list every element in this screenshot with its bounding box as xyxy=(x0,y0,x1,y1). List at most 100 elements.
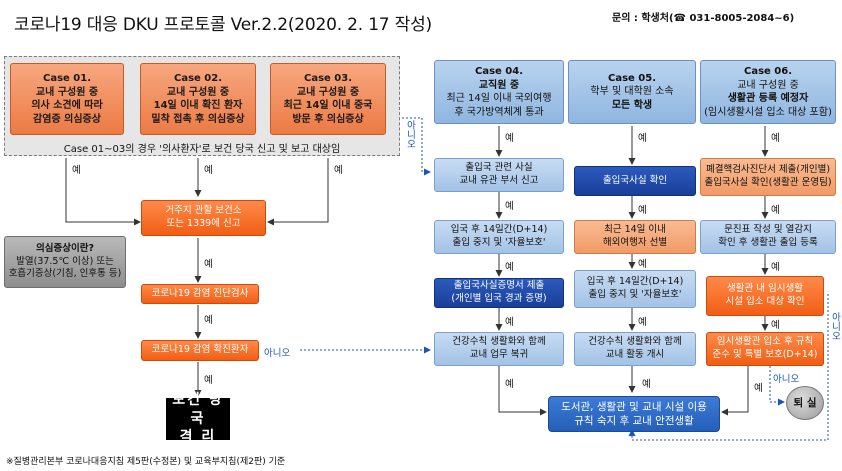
yes-label: 예 xyxy=(754,383,763,394)
case-line: 생활관 등록 예정자 xyxy=(727,93,809,104)
case-line: 14일 이내 확진 환자 xyxy=(153,100,243,111)
yes-label: 예 xyxy=(334,165,343,176)
case-06-box: Case 06. 교내 구성원 중 생활관 등록 예정자 (임시생활시설 입소 … xyxy=(700,60,836,124)
case-line: 학부 및 대학원 소속 xyxy=(590,86,674,98)
yes-label: 예 xyxy=(771,262,780,273)
yes-label: 예 xyxy=(638,259,647,270)
report-line: 또는 1339에 신고 xyxy=(166,218,241,229)
yes-label: 예 xyxy=(72,165,81,176)
step-line: 교내 유관 부서 신고 xyxy=(459,175,539,186)
step-line: 임시생활관 입소 후 규칙 xyxy=(716,336,814,348)
case-line: 교내 구성원 중 xyxy=(296,86,360,98)
case-head: Case 03. xyxy=(303,73,353,84)
isolation-line: 보건 당국 xyxy=(172,391,224,427)
yes-label: 예 xyxy=(638,133,647,144)
final-line: 규칙 숙지 후 교내 안전생활 xyxy=(574,415,694,427)
report-line: 거주지 관할 보건소 xyxy=(165,205,242,217)
step-line: 출입국사실 확인(생활관 운영팀) xyxy=(704,177,832,188)
case-04-box: Case 04. 교직원 중 최근 14일 이내 국외여행 후 국가방역체계 통… xyxy=(434,60,564,124)
yes-label: 예 xyxy=(505,133,514,144)
step-line: 해외여행자 선별 xyxy=(602,237,668,248)
case-line: 의사 소견에 따라 xyxy=(31,100,103,111)
no-label-vertical: 아니오 xyxy=(829,312,841,341)
yes-label: 예 xyxy=(638,205,647,216)
case-line: 방문 후 의심증상 xyxy=(292,113,364,125)
col5-step3: 입국 후 14일간(D+14) 출입 중지 및 '자율보호' xyxy=(574,270,696,308)
case-line: 최근 14일 이내 중국 xyxy=(283,100,373,111)
col5-step2: 최근 14일 이내 해외여행자 선별 xyxy=(574,220,696,254)
step-line: 시설 입소 대상 확인 xyxy=(725,296,805,307)
test-box: 코로나19 감염 진단검사 xyxy=(141,284,259,304)
case-line: (임시생활시설 입소 대상 포함) xyxy=(704,106,832,118)
yes-label: 예 xyxy=(505,379,514,390)
case-line: 모든 학생 xyxy=(611,99,653,111)
case-02-box: Case 02. 교내 구성원 중 14일 이내 확진 환자 밀착 접촉 후 의… xyxy=(140,63,256,135)
col4-step1: 출입국 관련 사실 교내 유관 부서 신고 xyxy=(434,158,564,192)
step-line: 출입국 관련 사실 xyxy=(465,162,533,174)
step-line: 출입 중지 및 '자율보호' xyxy=(452,237,546,248)
case-line: 교내 구성원 중 xyxy=(166,86,230,98)
case-line: 감염증 의심증상 xyxy=(33,113,101,125)
symptom-info-line: 호흡기증상(기침, 인후통 등) xyxy=(8,268,122,280)
case-line: 최근 14일 이내 국외여행 xyxy=(446,93,552,104)
yes-label: 예 xyxy=(771,205,780,216)
step-line: 생활관 내 임시생활 xyxy=(727,283,803,295)
case-line: 밀착 접촉 후 의심증상 xyxy=(151,113,245,125)
step-line: 교내 활동 개시 xyxy=(605,349,665,360)
step-line: 입국 후 14일간(D+14) xyxy=(450,224,548,236)
yes-label: 예 xyxy=(204,165,213,176)
step-line: 최근 14일 이내 xyxy=(604,224,666,236)
case-05-box: Case 05. 학부 및 대학원 소속 모든 학생 xyxy=(568,60,696,124)
step-line: 건강수칙 생활화와 함께 xyxy=(588,336,682,348)
col6-step3: 생활관 내 임시생활 시설 입소 대상 확인 xyxy=(706,276,824,316)
exit-circle: 퇴 실 xyxy=(786,386,824,420)
case-line: 후 국가방역체계 통과 xyxy=(454,106,544,118)
no-label: 아니오 xyxy=(264,348,291,359)
step-line: (개인별 입국 경과 증명) xyxy=(451,293,547,304)
symptom-info-title: 의심증상이란? xyxy=(36,242,94,254)
report-box: 거주지 관할 보건소 또는 1339에 신고 xyxy=(141,200,266,236)
step-line: 출입국사실증명서 제출 xyxy=(453,280,545,292)
yes-label: 예 xyxy=(505,317,514,328)
yes-label: 예 xyxy=(771,320,780,331)
col6-step4: 임시생활관 입소 후 규칙 준수 및 특별 보호(D+14) xyxy=(706,332,824,366)
col4-step3: 출입국사실증명서 제출 (개인별 입국 경과 증명) xyxy=(434,278,564,308)
no-label-vertical: 아니오 xyxy=(404,120,416,149)
step-line: 확인 후 생활관 출입 등록 xyxy=(718,237,818,248)
case-head: Case 02. xyxy=(173,73,223,84)
step-line: 건강수칙 생활화와 함께 xyxy=(452,336,546,348)
col4-step4: 건강수칙 생활화와 함께 교내 업무 복귀 xyxy=(434,332,564,366)
step-line: 교내 업무 복귀 xyxy=(469,349,529,360)
case-head: Case 01. xyxy=(42,73,92,84)
step-line: 입국 후 14일간(D+14) xyxy=(586,276,684,288)
symptom-info-box: 의심증상이란? 발열(37.5℃ 이상) 또는 호흡기증상(기침, 인후통 등) xyxy=(4,236,126,288)
yes-label: 예 xyxy=(204,375,213,386)
col5-step1: 출입국사실 확인 xyxy=(574,166,696,196)
yes-label: 예 xyxy=(505,262,514,273)
step-line: 문진표 작성 및 열감지 xyxy=(724,224,812,236)
case-line: 교내 구성원 중 xyxy=(35,86,99,98)
step-line: 출입 중지 및 '자율보호' xyxy=(588,289,682,300)
confirmed-box: 코로나19 감염 확진환자 xyxy=(141,340,259,361)
step-line: 준수 및 특별 보호(D+14) xyxy=(712,349,818,360)
panel-note: Case 01~03의 경우 '의사환자'로 보건 당국 신고 및 보고 대상임 xyxy=(63,144,341,155)
col6-step1: 폐결핵검사진단서 제출(개인별) 출입국사실 확인(생활관 운영팀) xyxy=(700,158,836,196)
final-line: 도서관, 생활관 및 교내 시설 이용 xyxy=(561,400,707,413)
case-01-box: Case 01. 교내 구성원 중 의사 소견에 따라 감염증 의심증상 xyxy=(10,63,124,135)
symptom-info-line: 발열(37.5℃ 이상) 또는 xyxy=(16,255,114,267)
yes-label: 예 xyxy=(204,315,213,326)
case-line: 교직원 중 xyxy=(478,79,520,91)
no-label: 아니오 xyxy=(773,374,800,385)
case-head: Case 04. xyxy=(474,66,524,77)
yes-label: 예 xyxy=(204,259,213,270)
yes-label: 예 xyxy=(642,379,651,390)
case-03-box: Case 03. 교내 구성원 중 최근 14일 이내 중국 방문 후 의심증상 xyxy=(270,63,386,135)
yes-label: 예 xyxy=(771,133,780,144)
col4-step2: 입국 후 14일간(D+14) 출입 중지 및 '자율보호' xyxy=(434,220,564,254)
page-title: 코로나19 대응 DKU 프로토콜 Ver.2.2(2020. 2. 17 작성… xyxy=(14,15,432,35)
col5-step4: 건강수칙 생활화와 함께 교내 활동 개시 xyxy=(574,332,696,366)
contact-info: 문의 : 학생처(☎ 031-8005-2084~6) xyxy=(612,13,795,24)
case-head: Case 05. xyxy=(607,72,657,84)
step-line: 폐결핵검사진단서 제출(개인별) xyxy=(705,164,831,176)
